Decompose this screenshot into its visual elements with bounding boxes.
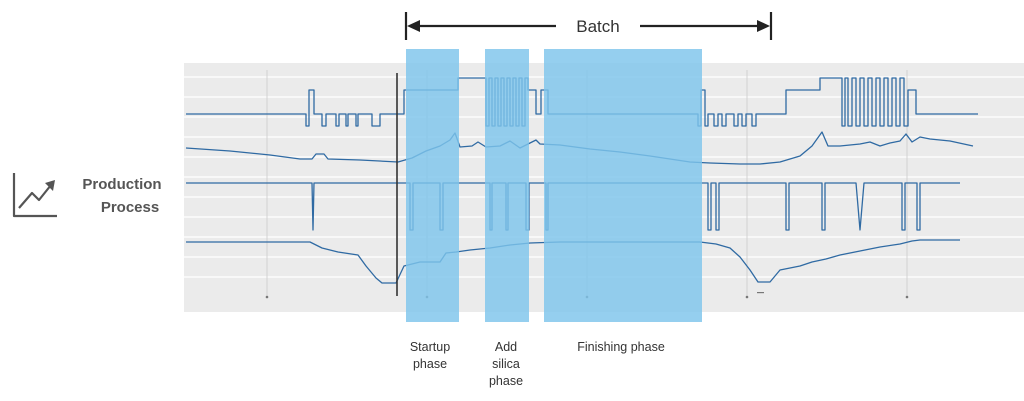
side-label-line-2: Process — [101, 199, 159, 216]
startup-phase-caption-line-2: phase — [413, 357, 447, 371]
finishing-phase-caption: Finishing phase — [577, 340, 665, 354]
startup-phase-band — [406, 49, 459, 322]
add-silica-caption-line-1: Add — [495, 340, 517, 354]
add-silica-phase-band — [485, 49, 529, 322]
add-silica-caption-line-2: silica — [492, 357, 520, 371]
phase-captions: Startup phase Add silica phase Finishing… — [410, 340, 665, 388]
finishing-phase-band — [544, 49, 702, 322]
trending-up-chart-icon — [12, 173, 57, 218]
add-silica-caption-line-3: phase — [489, 374, 523, 388]
batch-span-arrow — [404, 12, 773, 40]
batch-label: Batch — [576, 17, 619, 36]
side-label-line-1: Production — [82, 176, 161, 193]
startup-phase-caption-line-1: Startup — [410, 340, 450, 354]
